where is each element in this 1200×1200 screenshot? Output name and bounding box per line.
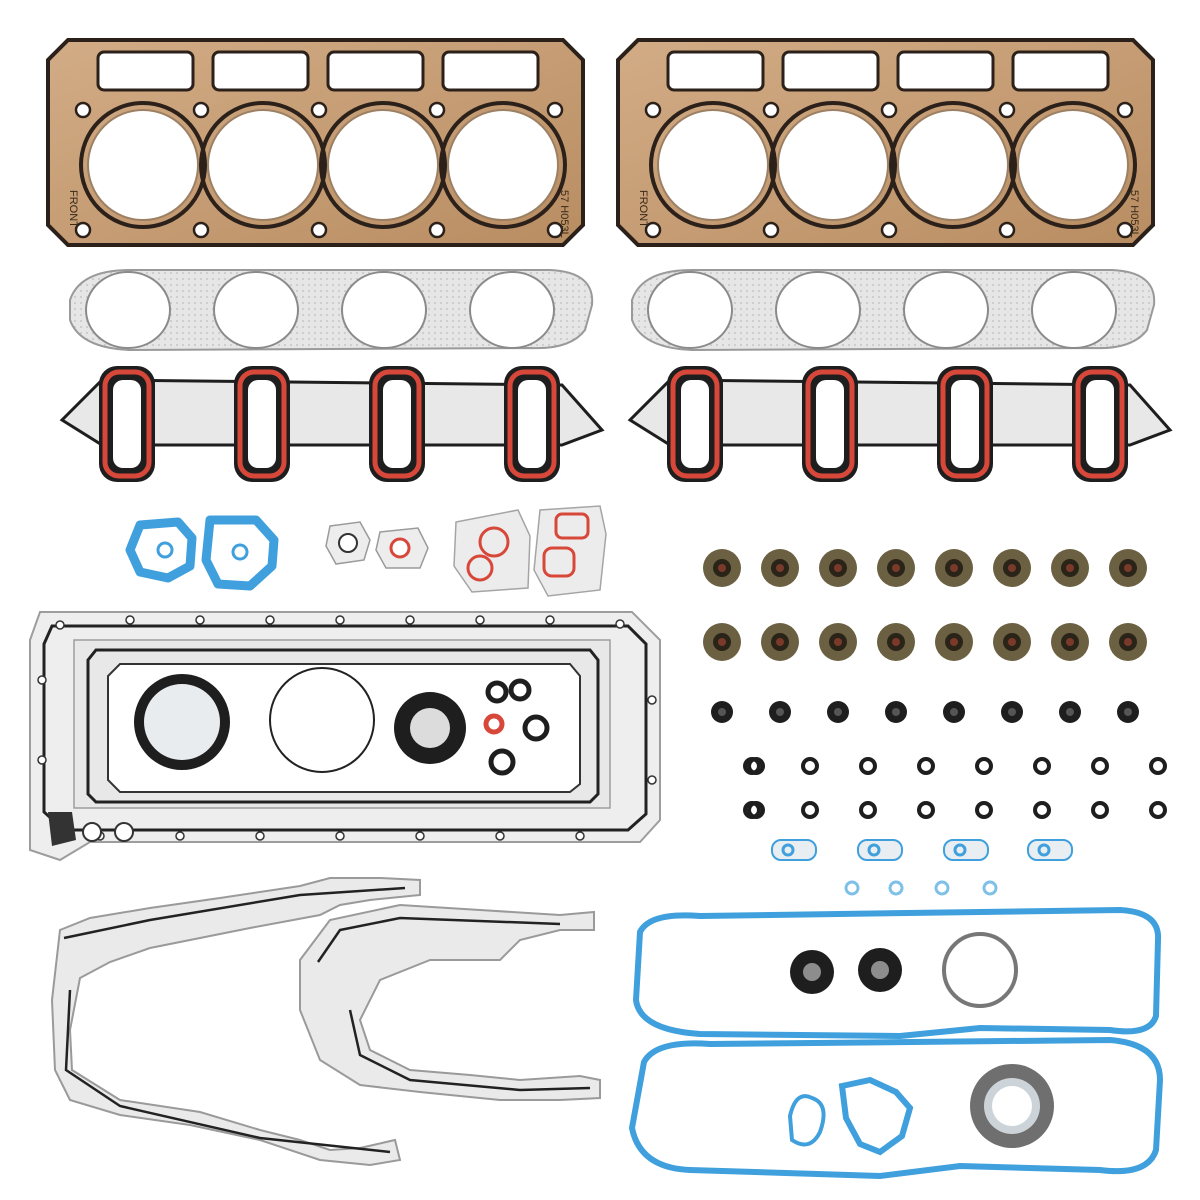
- front-stamp: FRONT: [637, 190, 649, 228]
- o-ring: [801, 801, 819, 819]
- exhaust-gasket-left: [69, 269, 594, 352]
- small-gaskets-row: [125, 505, 607, 597]
- small-blue-ring: [888, 880, 904, 896]
- valve-stem-seals-and-orings: [703, 549, 1167, 896]
- part-number-stamp: 57 H053L: [558, 190, 570, 238]
- o-ring: [917, 757, 935, 775]
- water-pump-gasket-right: [533, 505, 607, 597]
- head-gasket-right: [616, 38, 1155, 247]
- valve-cover-gasket-top: [632, 906, 1162, 1040]
- o-ring: [859, 757, 877, 775]
- small-blue-ring: [844, 880, 860, 896]
- o-ring: [747, 801, 765, 819]
- part-number-stamp: 57 H053L: [1128, 190, 1140, 238]
- small-blue-ring: [982, 880, 998, 896]
- o-ring: [801, 757, 819, 775]
- intake-manifold-gaskets: [59, 366, 1173, 482]
- o-ring: [747, 757, 765, 775]
- cylinder-head-gaskets: [46, 38, 1155, 247]
- blue-coolant-gasket-right: [201, 515, 279, 591]
- rear-cover-gasket: [299, 903, 601, 1101]
- blue-coolant-gasket-left: [125, 517, 197, 583]
- o-ring: [975, 757, 993, 775]
- intake-gasket-left: [59, 366, 605, 482]
- o-ring: [859, 801, 877, 819]
- o-ring: [1091, 801, 1109, 819]
- o-ring: [1149, 801, 1167, 819]
- o-ring: [1091, 757, 1109, 775]
- front-stamp: FRONT: [67, 190, 79, 228]
- head-gasket-left: [46, 38, 585, 247]
- head-gasket-stamps: FRONT 57 H053L FRONT 57 H053L: [67, 190, 1140, 238]
- front-timing-cover-gasket: [50, 877, 421, 1167]
- o-ring: [1149, 757, 1167, 775]
- small-blue-ring: [934, 880, 950, 896]
- o-ring: [1033, 757, 1051, 775]
- water-pump-gasket-left: [453, 509, 531, 593]
- exhaust-gasket-right: [631, 269, 1156, 352]
- o-ring: [1033, 801, 1051, 819]
- oil-pan-gasket: [29, 611, 661, 862]
- egr-gasket-right: [375, 527, 429, 569]
- exhaust-manifold-gaskets: [69, 269, 1156, 352]
- intake-gasket-right: [627, 366, 1173, 482]
- valve-cover-gasket-bottom: [628, 1036, 1164, 1180]
- o-ring: [975, 801, 993, 819]
- egr-gasket-left: [325, 521, 371, 565]
- o-ring: [917, 801, 935, 819]
